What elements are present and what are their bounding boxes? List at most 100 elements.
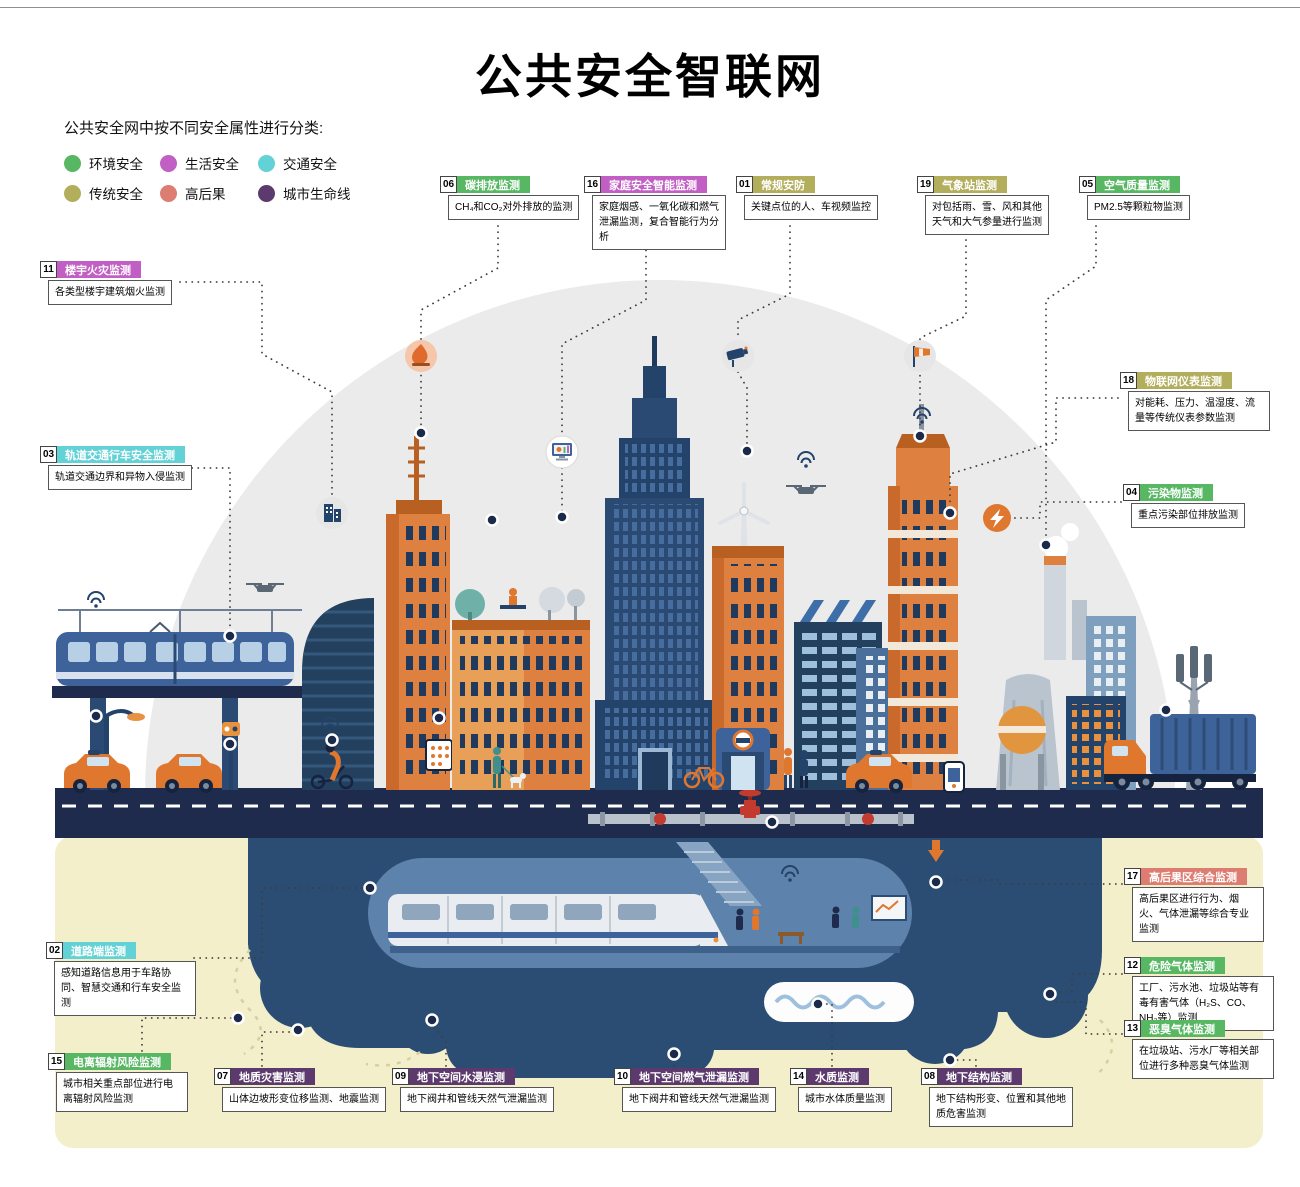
legend-label: 城市生命线 (283, 187, 351, 202)
orange-tower-left (386, 436, 453, 790)
hazard-power-icon (983, 504, 1011, 532)
callout-number: 02 (46, 942, 63, 959)
taxi (846, 750, 912, 793)
legend-dot (64, 184, 81, 202)
callout-title: 物联网仪表监测 (1137, 372, 1232, 389)
truck (1104, 714, 1256, 790)
callout-description: 城市水体质量监测 (798, 1087, 892, 1112)
callout-description: 重点污染部位排放监测 (1131, 503, 1245, 528)
callout-description: 轨道交通边界和异物入侵监测 (48, 465, 192, 490)
legend-label: 交通安全 (283, 157, 337, 172)
callout-number: 09 (392, 1068, 409, 1085)
callout-title: 楼宇火灾监测 (57, 261, 141, 278)
callout-description: 关键点位的人、车视频监控 (744, 195, 878, 220)
callout-geological-hazard-monitoring: 07 地质灾害监测 山体边坡形变位移监测、地震监测 (214, 1068, 386, 1112)
callout-title: 地下结构监测 (938, 1068, 1022, 1085)
central-skyscraper (595, 336, 714, 790)
legend-dot (258, 154, 275, 172)
callout-title: 危险气体监测 (1141, 957, 1225, 974)
legend-item-life: 生活安全 (160, 148, 258, 178)
legend-label: 传统安全 (89, 187, 143, 202)
page-title: 公共安全智联网 (475, 50, 825, 103)
callout-header: 01 常规安防 (736, 176, 878, 193)
callout-description: 地下阀井和管线天然气泄漏监测 (622, 1087, 776, 1112)
callout-air-quality-monitoring: 05 空气质量监测 PM2.5等颗粒物监测 (1079, 176, 1190, 220)
callout-number: 16 (584, 176, 601, 193)
callout-number: 15 (48, 1053, 65, 1070)
wind-turbine (718, 482, 770, 556)
callout-general-security: 01 常规安防 关键点位的人、车视频监控 (736, 176, 878, 220)
legend-dot (160, 154, 177, 172)
page-subtitle: 公共安全网中按不同安全属性进行分类: (64, 120, 324, 137)
callout-title: 气象站监测 (934, 176, 1007, 193)
callout-title: 高后果区综合监测 (1141, 868, 1247, 885)
callout-number: 06 (440, 176, 457, 193)
soil-trails (233, 949, 1114, 1077)
callout-number: 18 (1120, 372, 1137, 389)
callout-number: 12 (1124, 957, 1141, 974)
legend-item-traditional: 传统安全 (64, 178, 160, 208)
traffic-signal (222, 722, 240, 790)
callout-title: 水质监测 (807, 1068, 869, 1085)
callout-title: 污染物监测 (1140, 484, 1213, 501)
callout-description: 对包括雨、雪、风和其他天气和大气参量进行监测 (925, 195, 1049, 235)
callout-ionizing-radiation-monitoring: 15 电离辐射风险监测 城市相关重点部位进行电离辐射风险监测 (48, 1053, 188, 1112)
callout-number: 03 (40, 446, 57, 463)
monorail (52, 591, 304, 790)
callout-underground-gas-leak-monitoring: 10 地下空间燃气泄漏监测 地下阀井和管线天然气泄漏监测 (614, 1068, 776, 1112)
legend: 环境安全 生活安全 交通安全 传统安全 高后果 城市生命线 (64, 148, 378, 208)
callout-number: 13 (1124, 1020, 1141, 1037)
callout-number: 01 (736, 176, 753, 193)
legend-label: 生活安全 (185, 157, 239, 172)
callout-description: 各类型楼宇建筑烟火监测 (48, 280, 172, 305)
callout-header: 04 污染物监测 (1123, 484, 1245, 501)
callout-number: 07 (214, 1068, 231, 1085)
callout-header: 17 高后果区综合监测 (1124, 868, 1264, 885)
legend-item-lifeline: 城市生命线 (258, 178, 378, 208)
callout-header: 14 水质监测 (790, 1068, 892, 1085)
callout-title: 常规安防 (753, 176, 815, 193)
callout-header: 12 危险气体监测 (1124, 957, 1274, 974)
callout-title: 地下空间燃气泄漏监测 (631, 1068, 759, 1085)
callout-title: 空气质量监测 (1096, 176, 1180, 193)
info-kiosk (943, 761, 965, 793)
callout-description: CH₄和CO₂对外排放的监测 (448, 195, 580, 220)
callout-title: 电离辐射风险监测 (65, 1053, 171, 1070)
callout-header: 10 地下空间燃气泄漏监测 (614, 1068, 776, 1085)
callout-number: 08 (921, 1068, 938, 1085)
callout-header: 15 电离辐射风险监测 (48, 1053, 188, 1070)
callout-title: 恶臭气体监测 (1141, 1020, 1225, 1037)
bicycle (683, 767, 725, 789)
callout-rail-transit-safety-monitoring: 03 轨道交通行车安全监测 轨道交通边界和异物入侵监测 (40, 446, 192, 490)
callout-roadside-monitoring: 02 道路端监测 感知道路信息用于车路协同、智慧交通和行车安全监测 (46, 942, 196, 1016)
callout-number: 10 (614, 1068, 631, 1085)
callout-description: 地下阀井和管线天然气泄漏监测 (400, 1087, 554, 1112)
gate-valve (739, 789, 761, 818)
callout-number: 19 (917, 176, 934, 193)
monorail-track (52, 686, 304, 698)
taxi (156, 754, 222, 793)
callout-odor-gas-monitoring: 13 恶臭气体监测 在垃圾站、污水厂等相关部位进行多种恶臭气体监测 (1124, 1020, 1274, 1079)
subway-escalator (676, 842, 762, 906)
subway-train (388, 894, 728, 946)
smart-home-monitor-icon (545, 435, 579, 469)
building-icon (316, 497, 348, 529)
callout-description: 高后果区进行行为、烟火、气体泄漏等综合专业监测 (1132, 887, 1264, 942)
callout-number: 14 (790, 1068, 807, 1085)
pedestrian-dog-walker (493, 747, 526, 788)
legend-label: 环境安全 (89, 157, 143, 172)
callout-description: 在垃圾站、污水厂等相关部位进行多种恶臭气体监测 (1132, 1039, 1274, 1079)
callout-header: 05 空气质量监测 (1079, 176, 1190, 193)
callout-underground-flooding-monitoring: 09 地下空间水浸监测 地下阀井和管线天然气泄漏监测 (392, 1068, 554, 1112)
callout-title: 家庭安全智能监测 (601, 176, 707, 193)
callout-number: 11 (40, 261, 57, 278)
water-pipe (764, 982, 914, 1022)
callout-description: 地下结构形变、位置和其他地质危害监测 (929, 1087, 1073, 1127)
legend-label: 高后果 (185, 187, 226, 202)
callout-home-safety-smart-monitoring: 16 家庭安全智能监测 家庭烟感、一氧化碳和燃气泄漏监测，复合智能行为分析 (584, 176, 726, 250)
callout-header: 08 地下结构监测 (921, 1068, 1073, 1085)
callout-header: 16 家庭安全智能监测 (584, 176, 726, 193)
legend-dot (258, 184, 275, 202)
callout-number: 05 (1079, 176, 1096, 193)
